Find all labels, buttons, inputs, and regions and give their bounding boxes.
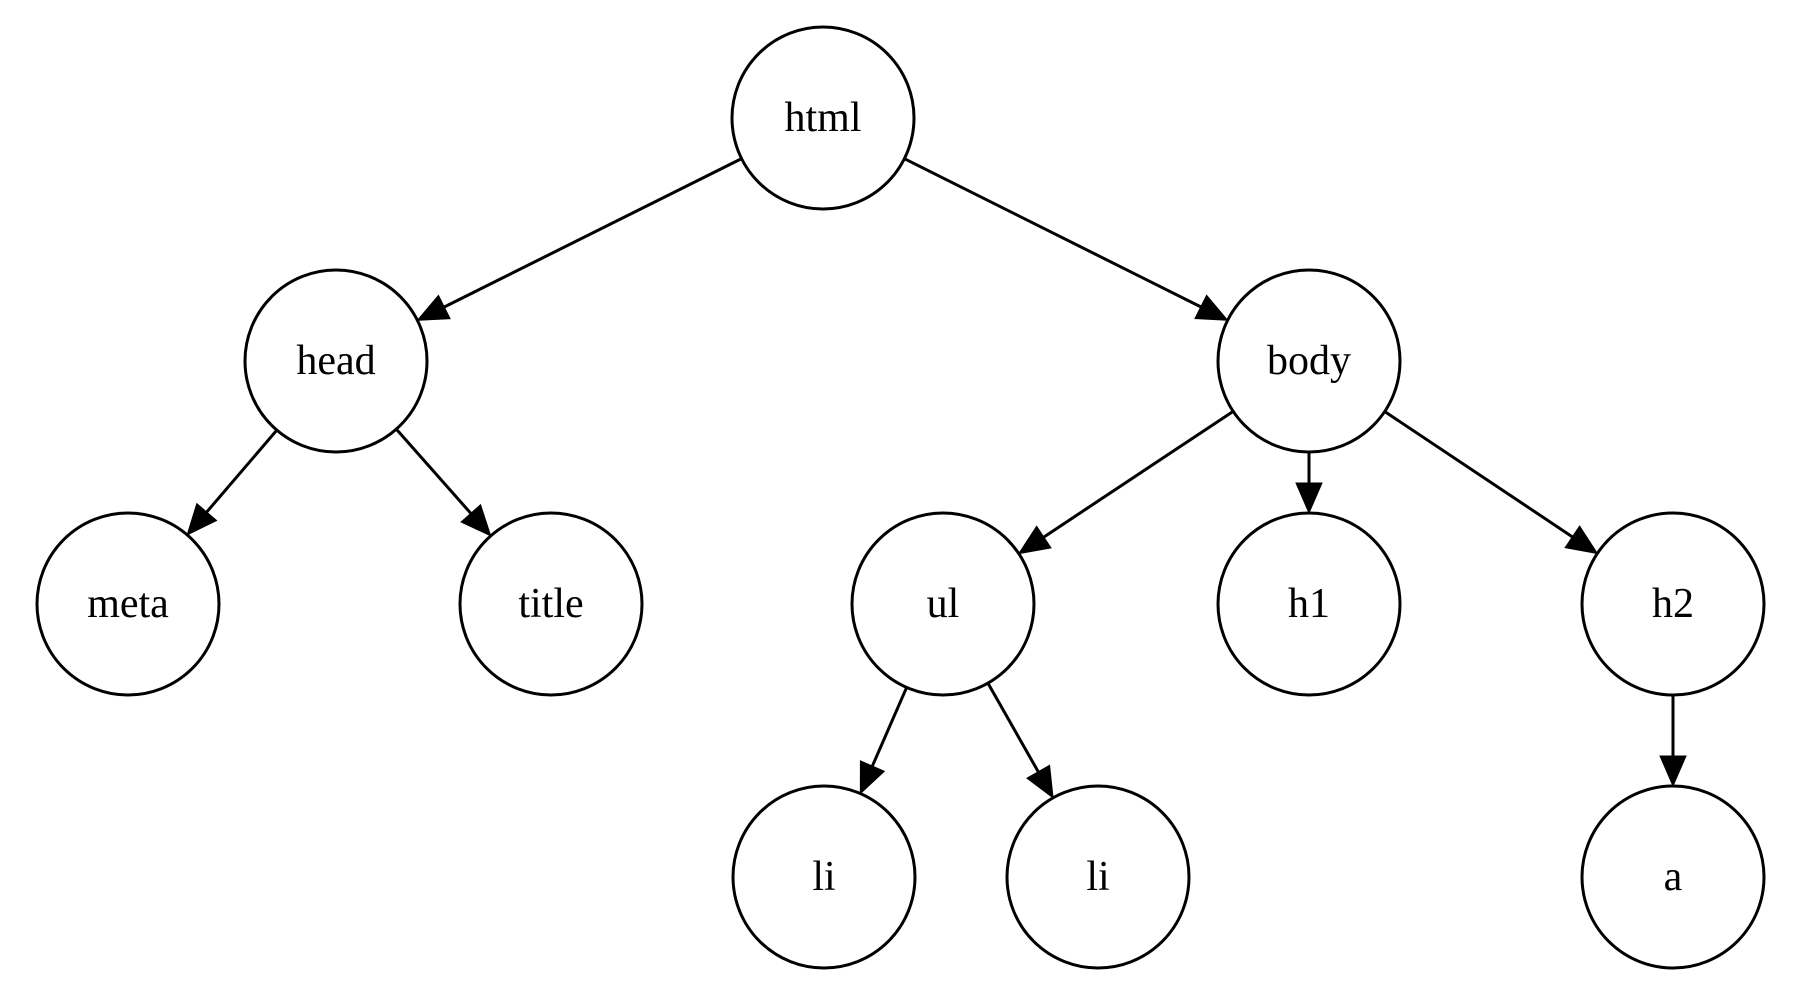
edge-body-to-h1 [1295,452,1323,515]
edge-head-to-meta [186,429,278,536]
edge-line [870,686,909,767]
arrowhead-icon [460,503,492,537]
arrowhead-icon [1295,482,1323,515]
node-label: a [1664,854,1683,900]
edge-line [903,157,1202,309]
arrowhead-icon [1194,294,1229,321]
tree-node-body: body [1216,268,1402,454]
node-circle [35,511,221,697]
edge-line [986,682,1040,773]
tree-node-head: head [243,268,429,454]
edge-line [1383,410,1574,539]
node-circle [458,511,644,697]
node-circle [731,784,917,970]
edge-line [205,429,278,514]
tree-node-h1: h1 [1216,511,1402,697]
edge-ul-to-li1 [859,686,909,795]
edge-h2-to-a [1659,695,1687,788]
nodes-layer: html head body meta title ul h1 h2 li li a [35,25,1766,970]
edge-body-to-h2 [1383,410,1599,555]
node-circle [730,25,916,211]
arrowhead-icon [1659,755,1687,788]
edge-ul-to-li2 [986,682,1054,799]
node-circle [1216,511,1402,697]
node-circle [850,511,1036,697]
node-label: li [1086,854,1109,900]
tree-node-li1: li [731,784,917,970]
arrowhead-icon [186,502,218,536]
tree-node-li2: li [1005,784,1191,970]
node-circle [243,268,429,454]
node-label: li [812,854,835,900]
edge-body-to-ul [1017,410,1235,555]
node-label: head [296,338,375,384]
tree-node-ul: ul [850,511,1036,697]
edge-html-to-body [903,157,1229,321]
arrowhead-icon [1017,525,1052,555]
node-label: title [518,581,583,627]
node-circle [1580,511,1766,697]
node-circle [1005,784,1191,970]
node-label: html [784,95,861,141]
edge-html-to-head [416,157,743,321]
node-label: h2 [1652,581,1694,627]
arrowhead-icon [416,294,451,321]
arrowhead-icon [1564,525,1599,555]
arrowhead-icon [859,760,886,795]
edge-line [395,428,472,515]
edges-layer [186,157,1687,799]
tree-node-a: a [1580,784,1766,970]
tree-node-h2: h2 [1580,511,1766,697]
node-label: meta [87,581,169,627]
edge-line [443,157,743,309]
node-label: body [1267,338,1351,384]
node-label: h1 [1288,581,1330,627]
tree-node-meta: meta [35,511,221,697]
edge-head-to-title [395,428,492,537]
tree-node-title: title [458,511,644,697]
arrowhead-icon [1026,764,1054,799]
node-label: ul [927,581,960,627]
node-circle [1216,268,1402,454]
edge-line [1042,410,1235,539]
node-circle [1580,784,1766,970]
tree-node-html: html [730,25,916,211]
